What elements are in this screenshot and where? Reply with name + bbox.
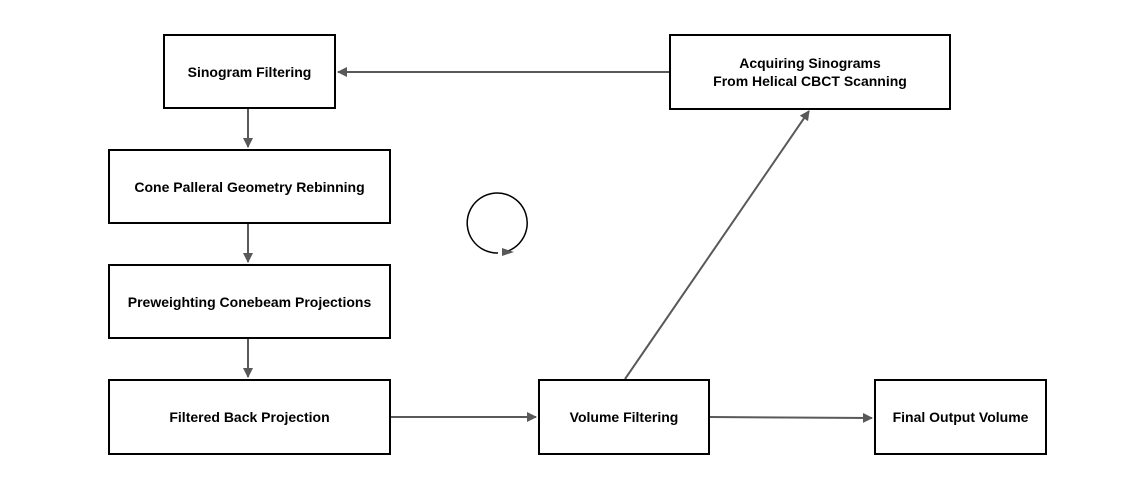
node-sinogram-filtering: Sinogram Filtering: [163, 34, 336, 109]
node-acquiring-sinograms: Acquiring Sinograms From Helical CBCT Sc…: [669, 34, 951, 110]
node-label: Final Output Volume: [892, 409, 1029, 425]
circular-loop-icon: [466, 192, 528, 256]
node-cone-parallel-rebinning: Cone Palleral Geometry Rebinning: [108, 149, 391, 224]
arrow-volume-filtering-to-final: [709, 412, 873, 423]
node-label: Acquiring Sinograms From Helical CBCT Sc…: [713, 55, 907, 89]
node-label: Cone Palleral Geometry Rebinning: [134, 178, 365, 195]
arrow-volume-filtering-to-acquire: [624, 110, 810, 380]
node-preweighting: Preweighting Conebeam Projections: [108, 264, 391, 339]
node-filtered-back-projection: Filtered Back Projection: [108, 379, 391, 455]
node-label: Preweighting Conebeam Projections: [127, 293, 372, 310]
node-label: Volume Filtering: [569, 409, 679, 425]
node-label: Sinogram Filtering: [187, 63, 312, 80]
node-label: Filtered Back Projection: [169, 409, 330, 425]
node-volume-filtering: Volume Filtering: [538, 379, 710, 455]
node-final-output-volume: Final Output Volume: [874, 379, 1047, 455]
